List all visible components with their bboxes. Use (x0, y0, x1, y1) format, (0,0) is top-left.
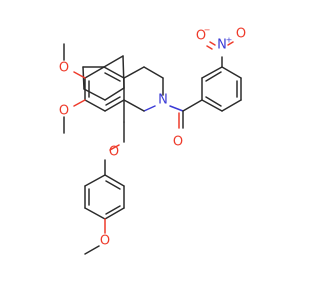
atom-o-nitro-b: O (196, 29, 206, 44)
atom-o-ether: O (109, 145, 119, 160)
molecule-canvas: O O N O N + O O − O O (59, 26, 246, 255)
atom-o-methoxy-4: O (100, 234, 110, 249)
nitro-o-charge: − (204, 26, 211, 35)
atom-o-carbonyl: O (173, 135, 183, 150)
atom-o-methoxy-6: O (59, 61, 69, 76)
atom-n-nitro: N (217, 38, 227, 53)
benzo-ring (82, 55, 125, 112)
nitrobenzoyl-group (169, 41, 242, 129)
atom-o-nitro-a: O (236, 27, 246, 42)
aryloxymethyl-group (84, 99, 125, 255)
atom-o-methoxy-7: O (59, 104, 69, 119)
atom-n-ring: N (158, 93, 168, 108)
methoxy-groups (63, 43, 86, 134)
molecule-structure: O O N O N + O O − O O (59, 26, 246, 255)
nitro-n-charge: + (226, 36, 233, 45)
piperidine-ring (123, 66, 164, 112)
